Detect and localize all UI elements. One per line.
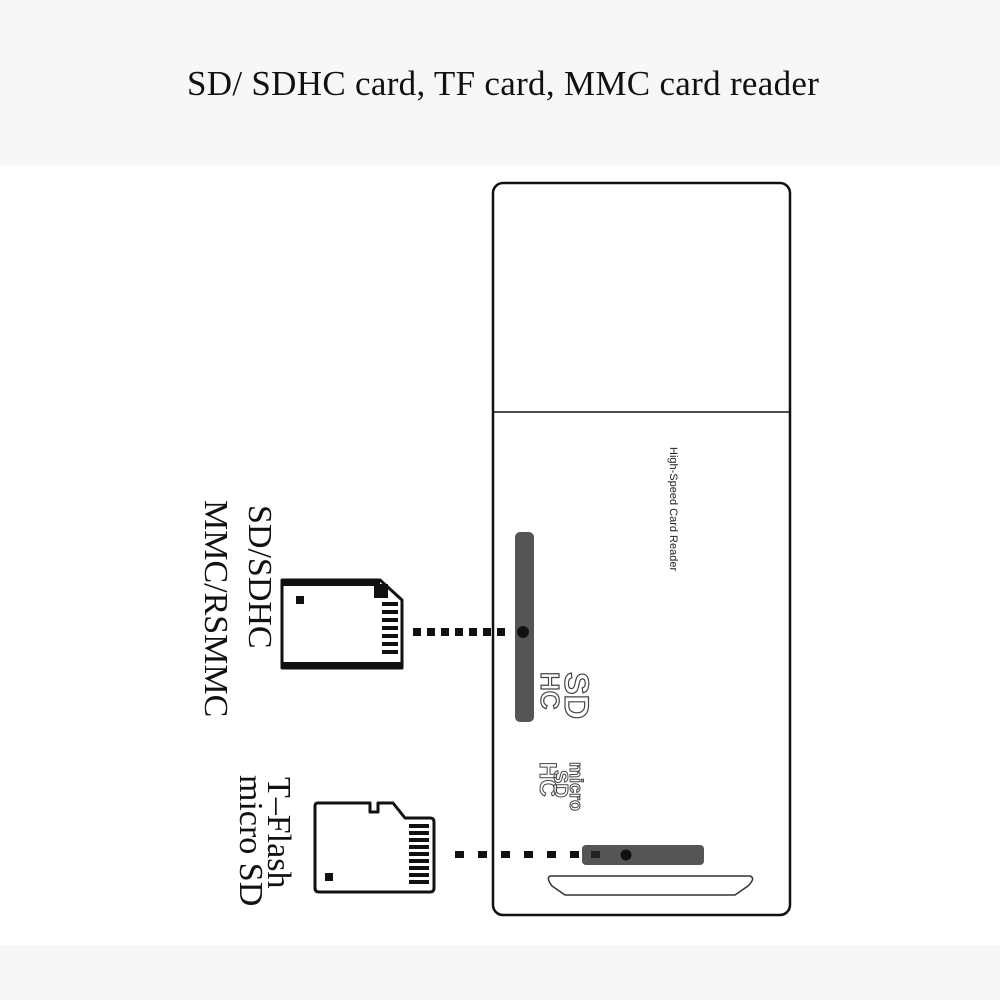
microsd-connector [455,849,632,861]
microsd-slot [582,845,704,865]
svg-text:HC: HC [535,672,565,710]
footer-band [0,945,1000,1000]
microsd-card-icon [313,801,436,894]
sd-connector [413,626,529,638]
usb-grip [547,875,754,896]
microsdhc-logo: micro SD HC [534,762,587,812]
microsd-card-label-1: T–Flash [260,777,297,888]
sdhc-logo: SD HC [534,671,595,719]
microsd-card-label-2: micro SD [232,775,269,906]
header-band [0,0,1000,165]
svg-text:SD: SD [549,770,571,798]
page-title: SD/ SDHC card, TF card, MMC card reader [187,64,820,103]
svg-text:HC: HC [534,762,561,797]
reader-label: High-Speed Card Reader [667,447,679,571]
svg-text:micro: micro [566,762,586,811]
svg-text:SD: SD [557,672,595,719]
sd-card-icon [280,578,404,670]
sd-card-label-2: MMC/RSMMC [197,500,234,717]
card-reader: High-Speed Card Reader SD HC micro SD HC [491,181,792,917]
sd-card-label-1: SD/SDHC [241,505,278,649]
